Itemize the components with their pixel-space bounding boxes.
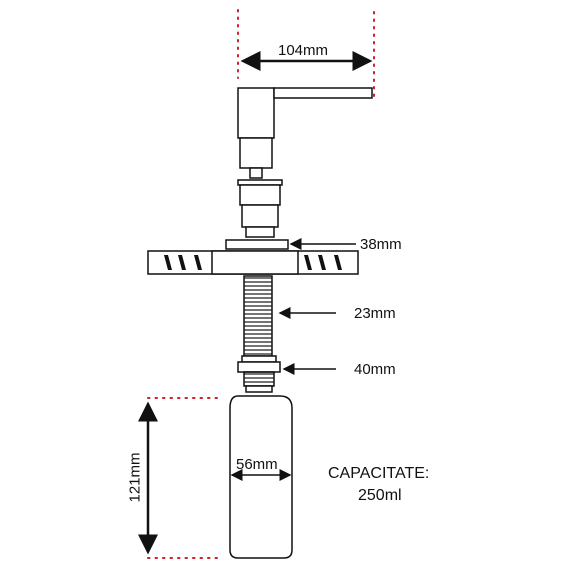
bottle [229, 395, 293, 559]
nut-diameter-label: 40mm [354, 361, 396, 378]
bottle-height-label: 121mm [126, 452, 144, 503]
capacity-label: CAPACITATE: [328, 465, 430, 482]
threaded-shank [243, 275, 273, 357]
pump-head [237, 87, 373, 179]
flange-diameter-label: 38mm [360, 236, 402, 253]
top-guide-dots [237, 9, 375, 99]
bottle-diameter-label: 56mm [236, 456, 278, 473]
thread-diameter-label: 23mm [354, 305, 396, 322]
upper-collar [237, 179, 283, 238]
spout-reach-label: 104mm [278, 42, 329, 59]
countertop-section [147, 250, 359, 275]
flange [225, 239, 289, 250]
mounting-nut [237, 355, 281, 393]
bottom-guide-dots [147, 397, 223, 559]
capacity-value: 250ml [358, 487, 402, 504]
